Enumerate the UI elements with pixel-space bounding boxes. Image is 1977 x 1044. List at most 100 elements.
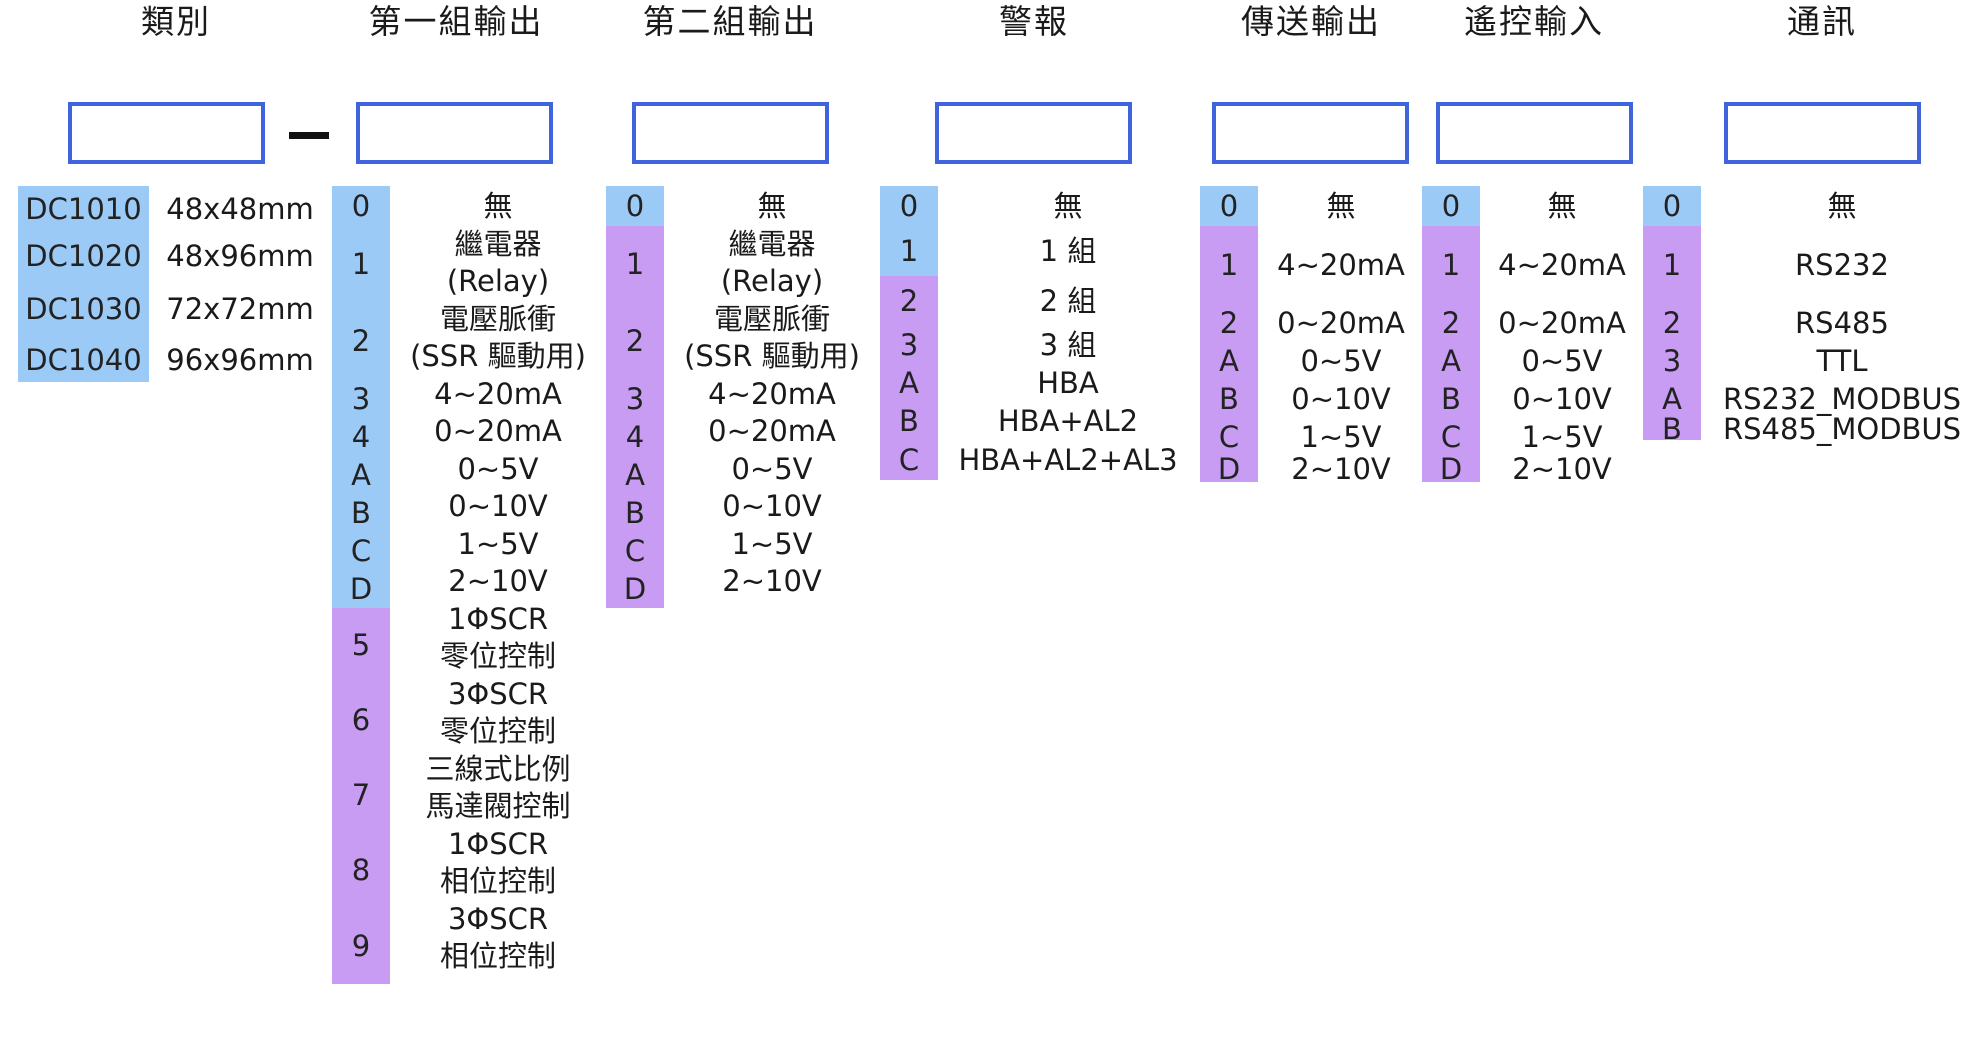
transmit-code: C — [1200, 418, 1258, 456]
category-code: DC1020 — [18, 232, 149, 280]
remote-description: 1~5V — [1521, 420, 1603, 454]
remote-code-box[interactable] — [1436, 102, 1633, 164]
output1-code: 4 — [332, 418, 390, 456]
alarm-code: C — [880, 440, 938, 480]
output1-code: 1 — [332, 226, 390, 303]
transmit-description: 0~20mA — [1277, 306, 1405, 340]
output2-code: C — [606, 532, 664, 570]
category-size: 48x96mm — [166, 239, 314, 273]
category-code: DC1030 — [18, 283, 149, 335]
transmit-code-box[interactable] — [1212, 102, 1409, 164]
transmit-code: 0 — [1200, 186, 1258, 226]
output1-code-box[interactable] — [356, 102, 553, 164]
remote-description: 2~10V — [1512, 452, 1612, 486]
remote-description: 0~10V — [1512, 382, 1612, 416]
heading-comm: 通訊 — [1787, 2, 1857, 41]
category-size: 72x72mm — [166, 292, 314, 326]
category-size: 48x48mm — [166, 192, 314, 226]
remote-description: 0~20mA — [1498, 306, 1626, 340]
output1-code: 8 — [332, 833, 390, 908]
remote-code: 1 — [1422, 226, 1480, 304]
output2-code: 0 — [606, 186, 664, 226]
comm-description: RS232 — [1795, 248, 1889, 282]
comm-description: RS485 — [1795, 306, 1889, 340]
alarm-code: 2 — [880, 276, 938, 326]
transmit-description: 0~10V — [1291, 382, 1391, 416]
output1-code: 7 — [332, 758, 390, 833]
output1-code: D — [332, 570, 390, 608]
comm-code: A — [1643, 380, 1701, 418]
transmit-description: 1~5V — [1300, 420, 1382, 454]
output2-code: 1 — [606, 226, 664, 303]
output2-code-box[interactable] — [632, 102, 829, 164]
transmit-code: 1 — [1200, 226, 1258, 304]
remote-code: 2 — [1422, 304, 1480, 342]
output2-code: 2 — [606, 303, 664, 380]
remote-code: D — [1422, 455, 1480, 484]
heading-remote: 遙控輸入 — [1464, 2, 1604, 41]
transmit-description: 2~10V — [1291, 452, 1391, 486]
output2-code: D — [606, 570, 664, 608]
alarm-code: A — [880, 364, 938, 402]
alarm-code: 0 — [880, 186, 938, 226]
heading-output2: 第二組輸出 — [642, 2, 818, 41]
transmit-description: 無 — [1326, 189, 1356, 223]
transmit-description: 0~5V — [1300, 344, 1382, 378]
comm-code: B — [1643, 415, 1701, 444]
comm-code: 1 — [1643, 226, 1701, 304]
category-code-box[interactable] — [68, 102, 265, 164]
alarm-description: 無 — [1053, 189, 1083, 223]
output1-code: C — [332, 532, 390, 570]
comm-code: 3 — [1643, 342, 1701, 380]
heading-category: 類別 — [141, 2, 211, 41]
alarm-description: 2 組 — [1039, 284, 1097, 318]
category-size: 96x96mm — [166, 343, 314, 377]
remote-code: B — [1422, 380, 1480, 418]
transmit-code: D — [1200, 455, 1258, 484]
heading-transmit: 傳送輸出 — [1241, 2, 1381, 41]
remote-code: A — [1422, 342, 1480, 380]
transmit-code: 2 — [1200, 304, 1258, 342]
output1-code: A — [332, 456, 390, 494]
output2-code: 3 — [606, 380, 664, 418]
comm-description: RS232_MODBUS — [1722, 382, 1962, 416]
alarm-description: HBA+AL2 — [997, 404, 1139, 438]
alarm-description: HBA — [1037, 366, 1099, 400]
output2-code: A — [606, 456, 664, 494]
heading-output1: 第一組輸出 — [368, 2, 544, 41]
alarm-description: HBA+AL2+AL3 — [958, 443, 1178, 477]
output1-code: 3 — [332, 380, 390, 418]
remote-code: C — [1422, 418, 1480, 456]
transmit-code: B — [1200, 380, 1258, 418]
comm-code-box[interactable] — [1724, 102, 1921, 164]
heading-alarm: 警報 — [999, 2, 1069, 41]
comm-code: 0 — [1643, 186, 1701, 226]
category-code: DC1040 — [18, 338, 149, 382]
comm-code: 2 — [1643, 304, 1701, 342]
alarm-description: 3 組 — [1039, 328, 1097, 362]
alarm-description: 1 組 — [1039, 234, 1097, 268]
output2-code: B — [606, 494, 664, 532]
alarm-code-box[interactable] — [935, 102, 1132, 164]
output1-code: 5 — [332, 608, 390, 683]
remote-description: 4~20mA — [1498, 248, 1626, 282]
comm-description: RS485_MODBUS — [1722, 412, 1962, 446]
transmit-description: 4~20mA — [1277, 248, 1405, 282]
alarm-code: 1 — [880, 226, 938, 276]
output1-code: 2 — [332, 303, 390, 380]
remote-description: 無 — [1547, 189, 1577, 223]
output1-code: 0 — [332, 186, 390, 226]
alarm-code: B — [880, 402, 938, 440]
comm-description: 無 — [1827, 189, 1857, 223]
output1-code: B — [332, 494, 390, 532]
separator-dash — [289, 132, 329, 139]
remote-description: 0~5V — [1521, 344, 1603, 378]
output1-code: 9 — [332, 908, 390, 984]
comm-description: TTL — [1816, 344, 1868, 378]
transmit-code: A — [1200, 342, 1258, 380]
category-code: DC1010 — [18, 186, 149, 232]
output1-code: 6 — [332, 683, 390, 758]
alarm-code: 3 — [880, 326, 938, 364]
